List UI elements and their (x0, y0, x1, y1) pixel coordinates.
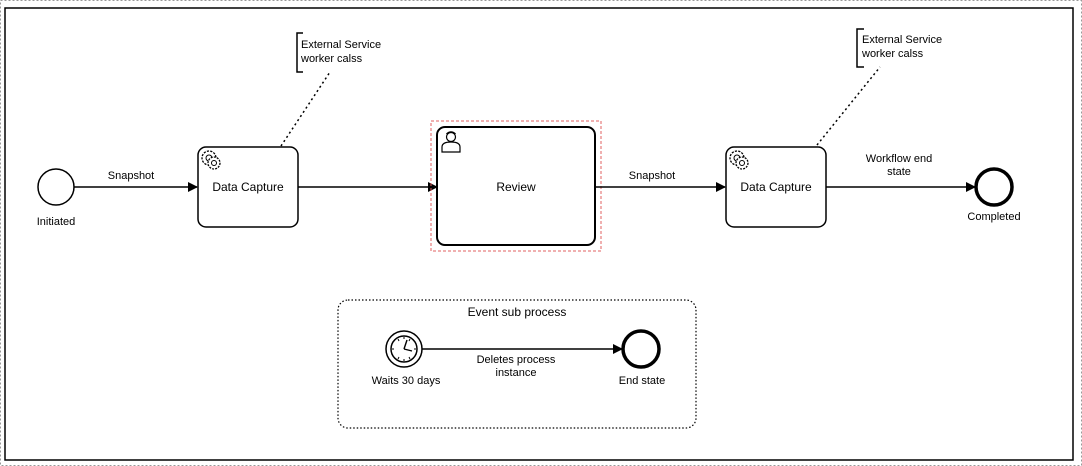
task-label: Review (496, 180, 536, 194)
gear-icon (201, 150, 221, 170)
annotation-line-1: External Service (301, 39, 381, 51)
start-event-label: Initiated (37, 216, 76, 228)
annotation-association-2 (816, 66, 881, 146)
subprocess-end-label: End state (619, 375, 665, 387)
end-event[interactable] (974, 167, 1014, 207)
clock-icon (390, 335, 418, 363)
subprocess-title: Event sub process (468, 305, 567, 319)
annotation-line-2: worker calss (300, 53, 363, 65)
text-annotation-2: External Service worker calss (816, 28, 942, 146)
flow-label-delete-line-2: instance (496, 367, 537, 379)
annotation-line-1: External Service (862, 34, 942, 46)
start-event[interactable] (37, 168, 75, 206)
task-label: Data Capture (212, 180, 284, 194)
timer-event-label: Waits 30 days (372, 375, 441, 387)
text-annotation-1: External Service worker calss (280, 32, 381, 147)
gear-icon (729, 150, 749, 170)
flow-label-end-line-2: state (887, 166, 911, 178)
task-review[interactable]: Review (436, 126, 596, 246)
subprocess-end-event[interactable] (621, 329, 661, 369)
user-icon (441, 131, 461, 153)
annotation-association-1 (280, 71, 331, 147)
end-event-label: Completed (967, 211, 1020, 223)
task-label: Data Capture (740, 180, 812, 194)
selection-outline (430, 120, 602, 252)
flow-label-snapshot-2: Snapshot (629, 170, 675, 182)
pool (4, 7, 1074, 461)
timer-start-event[interactable] (385, 330, 423, 368)
annotation-line-2: worker calss (861, 48, 924, 60)
flow-label-delete-line-1: Deletes process (477, 354, 556, 366)
task-data-capture-2[interactable]: Data Capture (725, 146, 827, 228)
flow-label-snapshot-1: Snapshot (108, 170, 154, 182)
flow-label-end-line-1: Workflow end (866, 153, 932, 165)
event-subprocess[interactable] (337, 299, 697, 429)
task-data-capture-1[interactable]: Data Capture (197, 146, 299, 228)
